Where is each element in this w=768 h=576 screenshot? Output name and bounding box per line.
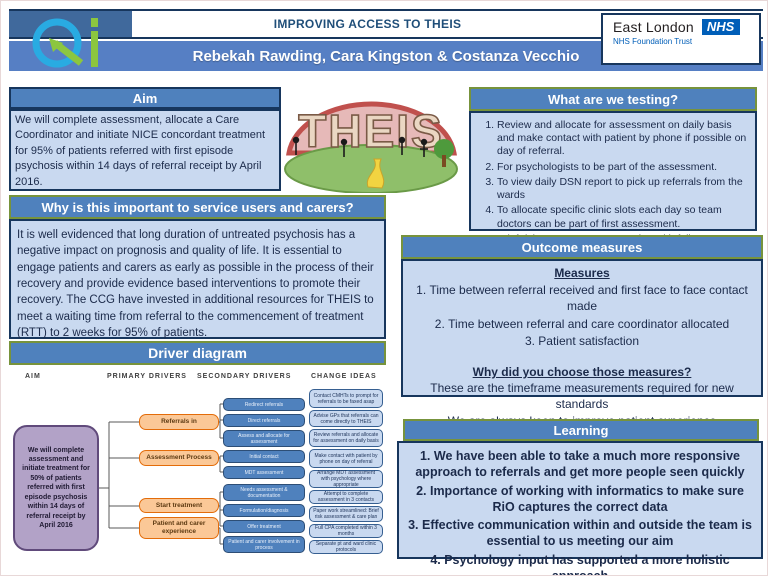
- learning-section-header: Learning: [403, 419, 759, 441]
- driver-column-aim: AIM: [25, 373, 41, 380]
- measure-item: Time between referral and care coordinat…: [409, 316, 755, 332]
- measures-heading: Measures: [554, 266, 610, 280]
- why-measures-heading: Why did you choose those measures?: [472, 364, 692, 379]
- primary-driver-node: Start treatment: [139, 498, 219, 513]
- secondary-driver-node: Offer treatment: [223, 520, 305, 533]
- change-idea-node: Arrange MDT assessment with psychology w…: [309, 470, 383, 488]
- secondary-driver-node: Assess and allocate for assessment: [223, 430, 305, 447]
- change-idea-node: Attempt to complete assessment in 3 cont…: [309, 490, 383, 504]
- learning-item: Importance of working with informatics t…: [405, 483, 755, 516]
- outcome-section-body: Measures Time between referral received …: [401, 259, 763, 428]
- change-idea-node: Review referrals and allocate for assess…: [309, 429, 383, 447]
- change-idea-node: Make contact with patient by phone on da…: [309, 449, 383, 468]
- change-idea-node: Separate pt and ward clinic protocols: [309, 540, 383, 554]
- change-idea-node: Contact CMHTs to prompt for referrals to…: [309, 389, 383, 408]
- testing-section-header: What are we testing?: [469, 87, 757, 111]
- driver-column-primary: PRIMARY DRIVERS: [107, 373, 187, 380]
- stick-figures: [292, 136, 428, 157]
- why-section-header: Why is this important to service users a…: [9, 195, 386, 219]
- poster-kicker-title: IMPROVING ACCESS TO THEIS: [273, 17, 462, 31]
- primary-driver-node: Referrals in: [139, 414, 219, 430]
- change-idea-node: Advise GPs that referrals can come direc…: [309, 410, 383, 427]
- poster-header: IMPROVING ACCESS TO THEIS Rebekah Rawdin…: [9, 9, 763, 71]
- secondary-driver-node: MDT assessment: [223, 466, 305, 479]
- testing-item: To allocate specific clinic slots each d…: [497, 204, 751, 230]
- secondary-driver-node: Needs assessment & documentation: [223, 484, 305, 501]
- learning-item: Effective communication within and outsi…: [405, 517, 755, 550]
- driver-column-change: CHANGE IDEAS: [311, 373, 377, 380]
- measure-item: Time between referral received and first…: [409, 282, 755, 314]
- change-idea-node: Full CPA completed within 3 months: [309, 524, 383, 538]
- measures-list: Time between referral received and first…: [409, 282, 755, 349]
- testing-section-body: Review and allocate for assessment on da…: [469, 111, 757, 258]
- measure-item: Patient satisfaction: [409, 333, 755, 349]
- nhs-trust-logo: East London NHS NHS Foundation Trust: [601, 13, 761, 65]
- why-section-body: It is well evidenced that long duration …: [9, 219, 386, 339]
- primary-driver-node: Patient and carer experience: [139, 517, 219, 539]
- theis-illustration: THEIS: [284, 101, 458, 193]
- learning-list: We have been able to take a much more re…: [405, 448, 755, 576]
- secondary-driver-node: Initial contact: [223, 450, 305, 463]
- nhs-org-name: East London: [613, 19, 694, 35]
- authors-line: Rebekah Rawding, Cara Kingston & Costanz…: [192, 47, 580, 65]
- why-measures-line: These are the timeframe measurements req…: [430, 381, 734, 412]
- theis-letters: THEIS: [298, 105, 443, 157]
- learning-section-body: We have been able to take a much more re…: [397, 441, 763, 575]
- change-idea-node: Paper work streamlined: Brief risk asses…: [309, 506, 383, 522]
- secondary-driver-node: Formulation/diagnosis: [223, 504, 305, 517]
- qi-logo-icon: [32, 18, 98, 68]
- testing-item: Review and allocate for assessment on da…: [497, 119, 751, 159]
- primary-driver-node: Assessment Process: [139, 450, 219, 466]
- secondary-driver-node: Direct referrals: [223, 414, 305, 427]
- driver-diagram-header: Driver diagram: [9, 341, 386, 365]
- learning-item: Psychology input has supported a more ho…: [405, 552, 755, 576]
- aim-section-body: We will complete assessment, allocate a …: [9, 109, 281, 191]
- nhs-icon: NHS: [701, 19, 741, 35]
- testing-item: For psychologists to be part of the asse…: [497, 161, 751, 174]
- testing-item: To view daily DSN report to pick up refe…: [497, 176, 751, 202]
- nhs-foundation-trust-label: NHS Foundation Trust: [613, 37, 693, 46]
- secondary-driver-node: Patient and carer involvement in process: [223, 536, 305, 553]
- aim-section-header: Aim: [9, 87, 281, 109]
- secondary-driver-node: Redirect referrals: [223, 398, 305, 411]
- driver-column-secondary: SECONDARY DRIVERS: [197, 373, 292, 380]
- outcome-section-header: Outcome measures: [401, 235, 763, 259]
- driver-aim-node: We will complete assessment and initiate…: [13, 425, 99, 551]
- learning-item: We have been able to take a much more re…: [405, 448, 755, 481]
